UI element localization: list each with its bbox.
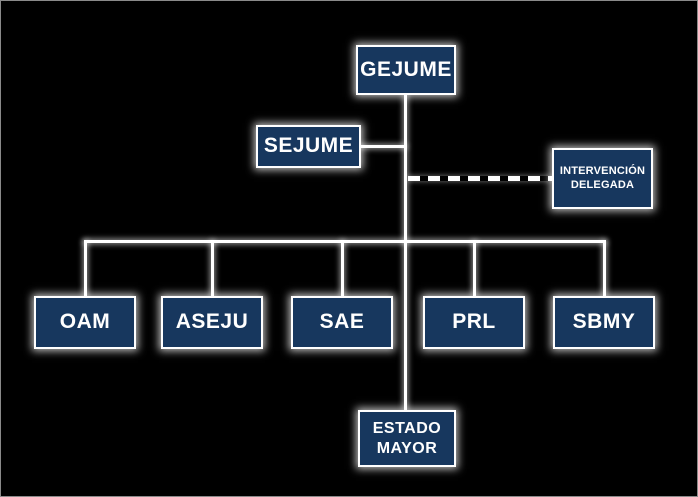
connector-drop-oam xyxy=(84,241,87,296)
node-sejume: SEJUME xyxy=(256,125,361,168)
connector-drop-sbmy xyxy=(603,241,606,296)
node-sae-label: SAE xyxy=(319,310,365,334)
connector-distribution-horizontal xyxy=(84,240,606,243)
node-sbmy-label: SBMY xyxy=(572,310,636,334)
connector-drop-sae xyxy=(341,241,344,296)
connector-main-vertical xyxy=(404,95,407,410)
node-estado-mayor: ESTADO MAYOR xyxy=(358,410,456,467)
node-intervencion-delegada: INTERVENCIÓN DELEGADA xyxy=(552,148,653,209)
connector-intervencion-dashed xyxy=(408,176,552,181)
node-prl-label: PRL xyxy=(452,310,496,334)
node-gejume-label: GEJUME xyxy=(360,57,452,81)
node-aseju-label: ASEJU xyxy=(175,310,249,334)
node-sae: SAE xyxy=(291,296,393,349)
node-oam: OAM xyxy=(34,296,136,349)
node-prl: PRL xyxy=(423,296,525,349)
connector-sejume-horizontal xyxy=(359,145,406,148)
node-intervencion-delegada-label: INTERVENCIÓN DELEGADA xyxy=(559,164,646,191)
node-aseju: ASEJU xyxy=(161,296,263,349)
node-sbmy: SBMY xyxy=(553,296,655,349)
connector-drop-prl xyxy=(473,241,476,296)
node-estado-mayor-label: ESTADO MAYOR xyxy=(372,419,442,457)
connector-drop-aseju xyxy=(211,241,214,296)
node-gejume: GEJUME xyxy=(356,45,456,95)
node-oam-label: OAM xyxy=(59,310,111,334)
node-sejume-label: SEJUME xyxy=(263,134,354,158)
